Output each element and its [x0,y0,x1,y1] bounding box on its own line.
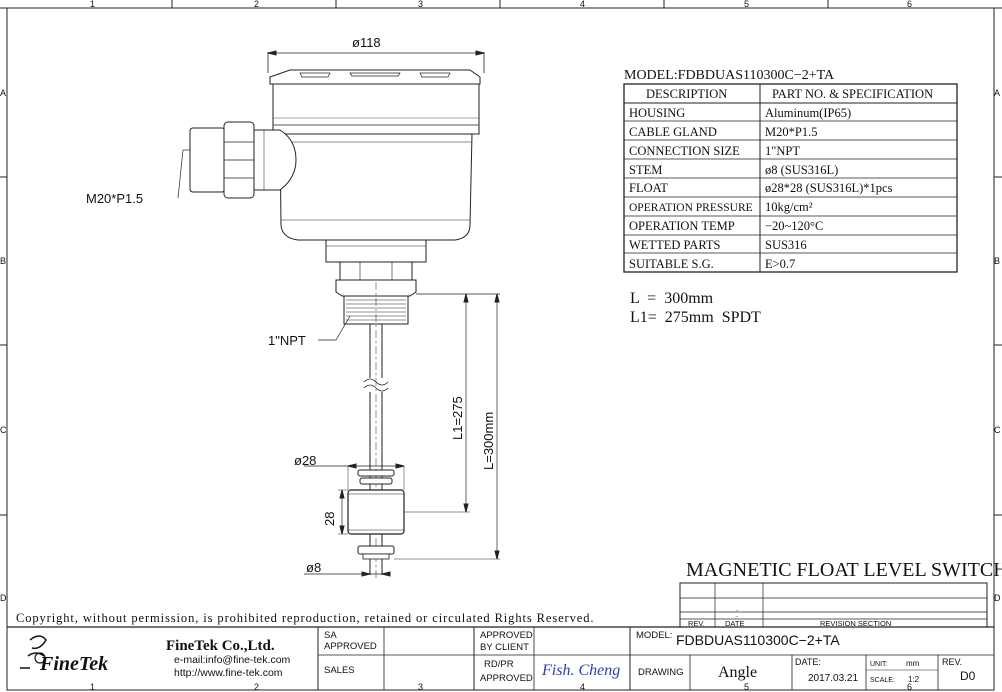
date-label: DATE: [795,657,821,667]
logo-wordmark: FineTek [39,653,108,675]
company-website: http://www.fine-tek.com [174,667,283,679]
spec-row-desc: OPERATION TEMP [629,219,735,233]
spec-row-value: ø8 (SUS316L) [765,163,838,177]
length-l1: L1= 275mm SPDT [630,309,761,326]
dim-l1: L1=275 [450,396,465,440]
approved-by-client-label-1: APPROVED [480,630,533,641]
col-marker-3-bottom: 3 [418,682,423,692]
npt-label: 1"NPT [268,333,306,348]
spec-row-desc: OPERATION PRESSURE [629,202,753,214]
spec-row-desc: CABLE GLAND [629,125,717,139]
sa-approved-label-1: SA [324,630,337,641]
scale-value: 1:2 [908,675,920,684]
spec-row-desc: CONNECTION SIZE [629,144,740,158]
row-marker-a: A [0,88,6,98]
spec-row-value: ø28*28 (SUS316L)*1pcs [765,181,893,195]
col-marker-1-bottom: 1 [90,682,95,692]
copyright-notice: Copyright, without permission, is prohib… [16,611,594,625]
row-marker-b: B [0,256,6,266]
rev-label: REV. [942,657,962,667]
spec-row-desc: HOUSING [629,106,685,120]
dim-l: L=300mm [481,412,496,470]
rdpr-label-1: RD/PR [484,659,514,670]
dim-housing-diameter: ø118 [352,35,381,50]
unit-value: mm [906,659,920,668]
level-switch-drawing [177,50,500,580]
dim-float-height: 28 [322,512,337,526]
sales-label: SALES [324,665,355,676]
revision-rev-label: REV. [688,619,705,628]
spec-table [623,83,958,273]
scale-label: SCALE: [870,677,895,684]
row-marker-b-right: B [994,256,1000,266]
row-markers: A B C D A B C D [0,88,1002,603]
spec-row-value: 10kg/cm² [765,200,813,214]
product-title: MAGNETIC FLOAT LEVEL SWITCH [686,559,1002,581]
row-marker-a-right: A [994,88,1000,98]
row-marker-d: D [0,593,7,603]
col-marker-6-bottom: 6 [907,682,912,692]
drawing-label: DRAWING [638,667,684,678]
column-markers-top: 1 2 3 4 5 6 [90,0,912,9]
spec-table-text: DESCRIPTION PART NO. & SPECIFICATION HOU… [629,87,933,271]
spec-row-desc: SUITABLE S.G. [629,257,714,271]
spec-row-value: SUS316 [765,238,807,252]
col-marker-1: 1 [90,0,95,9]
col-marker-5-bottom: 5 [744,682,749,692]
spec-model-line: MODEL:FDBDUAS110300C−2+TA [624,68,835,83]
signature: Fish. Cheng [541,662,620,679]
length-l: L = 300mm [630,290,714,307]
rev-value: D0 [960,669,976,683]
date-value: 2017.03.21 [808,673,858,684]
row-marker-c-right: C [994,425,1001,435]
spec-header-part: PART NO. & SPECIFICATION [772,87,933,101]
row-marker-d-right: D [994,593,1001,603]
spec-row-desc: WETTED PARTS [629,238,721,252]
col-marker-5: 5 [744,0,749,9]
spec-row-desc: STEM [629,163,662,177]
row-marker-c: C [0,425,7,435]
approved-by-client-label-2: BY CLIENT [480,642,529,653]
model-value: FDBDUAS110300C−2+TA [676,632,840,648]
col-marker-6: 6 [907,0,912,9]
revision-section-label: REVISION SECTION [820,619,891,628]
cable-gland-label: M20*P1.5 [86,191,143,206]
spec-header-description: DESCRIPTION [646,87,727,101]
sa-approved-label-2: APPROVED [324,641,377,652]
col-marker-3: 3 [418,0,423,9]
spec-row-value: Aluminum(IP65) [765,106,851,120]
spec-row-value: −20~120°C [765,219,823,233]
revision-date-label: DATE [725,619,744,628]
title-block [7,626,994,690]
spec-row-value: M20*P1.5 [765,125,817,139]
col-marker-2-bottom: 2 [254,682,259,692]
dim-stem-diameter: ø8 [306,560,321,575]
dim-float-diameter: ø28 [294,453,316,468]
spec-row-value: E>0.7 [765,257,795,271]
company-name: FineTek Co.,Ltd. [166,638,275,654]
model-label: MODEL: [636,630,672,641]
col-marker-2: 2 [254,0,259,9]
col-marker-4-bottom: 4 [580,682,585,692]
column-markers-bottom: 1 2 3 4 5 6 [90,682,912,692]
revision-dot-2: . [736,610,738,619]
company-email: e-mail:info@fine-tek.com [174,654,291,666]
finetek-logo-icon [20,635,47,669]
rdpr-label-2: APPROVED [480,673,533,684]
spec-row-desc: FLOAT [629,181,668,195]
unit-label: UNIT: [870,661,888,668]
col-marker-4: 4 [580,0,585,9]
revision-dot-1: . [736,604,738,613]
drawing-value: Angle [718,664,757,681]
spec-row-value: 1"NPT [765,144,800,158]
